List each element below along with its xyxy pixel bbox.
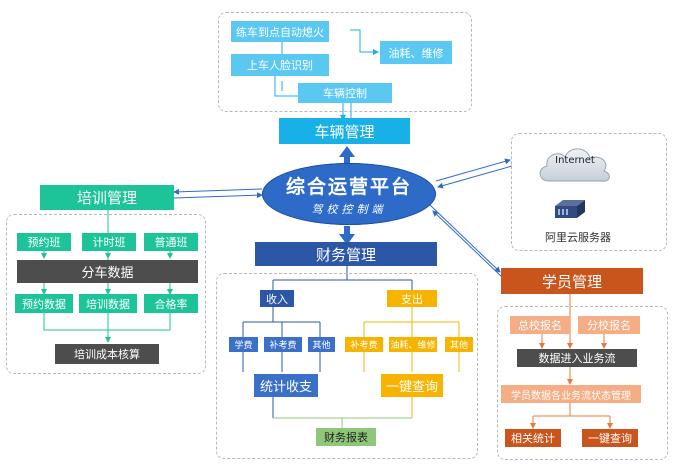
finance-stats: 统计收支 <box>254 374 318 397</box>
training-class-0: 预约班 <box>17 233 71 251</box>
finance-income-item-2: 其他 <box>308 337 335 352</box>
training-data-0: 预约数据 <box>15 294 73 313</box>
vehicle-flameout-box: 练车到点自动熄火 <box>231 21 329 42</box>
finance-expense-item-0: 补考费 <box>345 337 383 352</box>
center-platform: 综合运营平台 驾校控制端 <box>262 163 436 225</box>
finance-expense: 支出 <box>387 290 437 307</box>
finance-income: 收入 <box>260 290 294 307</box>
student-region <box>497 306 668 460</box>
internet-label: Internet <box>555 155 595 166</box>
finance-query: 一键查询 <box>381 374 443 397</box>
vehicle-header: 车辆管理 <box>279 118 410 144</box>
training-region <box>6 214 206 374</box>
student-output-0: 相关统计 <box>505 429 561 447</box>
training-cost: 培训成本核算 <box>55 344 159 364</box>
training-header: 培训管理 <box>40 185 174 210</box>
finance-header: 财务管理 <box>255 242 437 266</box>
vehicle-control-box: 车辆控制 <box>298 83 392 103</box>
server-icon <box>553 198 587 220</box>
student-output-1: 一键查询 <box>582 429 638 447</box>
cloud-icon: Internet <box>535 141 615 187</box>
student-header: 学员管理 <box>501 268 643 294</box>
vehicle-face-box: 上车人脸识别 <box>231 54 329 76</box>
center-arrows <box>339 146 355 245</box>
cloud-region <box>511 133 667 251</box>
training-split: 分车数据 <box>17 260 198 283</box>
student-enroll-1: 分校报名 <box>578 316 640 334</box>
finance-income-item-1: 补考费 <box>264 337 302 352</box>
training-data-1: 培训数据 <box>79 294 137 313</box>
vehicle-region <box>218 12 472 112</box>
student-flow: 数据进入业务流 <box>517 349 637 367</box>
student-status: 学员数据各业务流状态管理 <box>501 385 641 403</box>
server-label: 阿里云服务器 <box>545 231 611 244</box>
finance-report: 财务报表 <box>316 428 376 446</box>
vehicle-fuel-box: 油耗、维修 <box>380 41 452 64</box>
training-class-2: 普通班 <box>144 233 198 251</box>
finance-expense-item-1: 油耗、维修 <box>389 337 437 352</box>
finance-region <box>216 273 478 459</box>
finance-expense-item-2: 其他 <box>445 337 473 352</box>
finance-income-item-0: 学费 <box>229 337 258 352</box>
student-enroll-0: 总校报名 <box>510 316 570 334</box>
training-class-1: 计时班 <box>82 233 136 251</box>
center-title: 综合运营平台 <box>285 175 412 198</box>
center-subtitle: 驾校控制端 <box>311 202 387 216</box>
training-data-2: 合格率 <box>144 294 198 313</box>
